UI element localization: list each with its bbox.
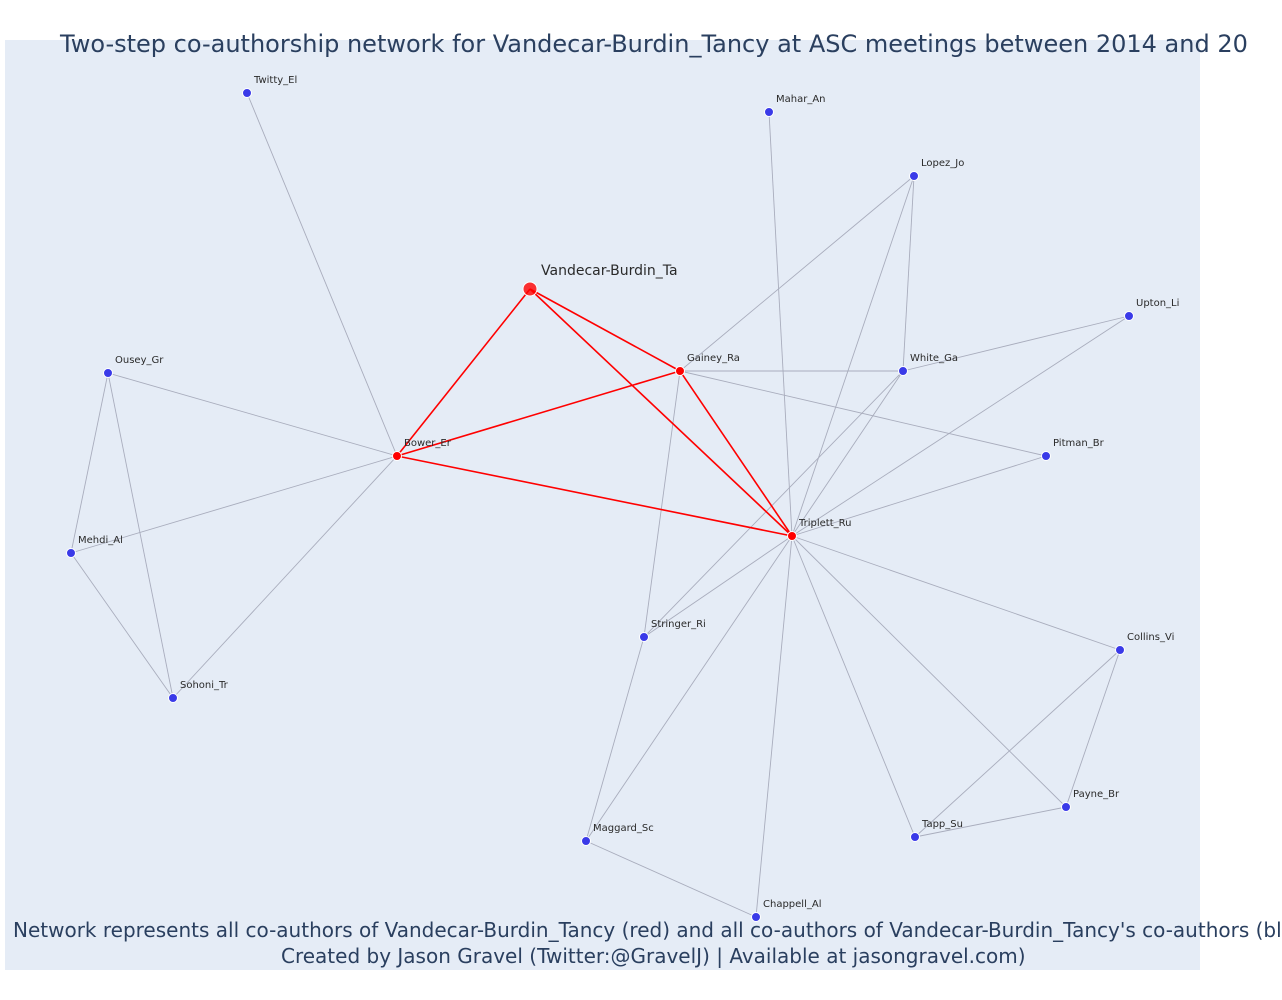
- node-Tapp_Su[interactable]: [910, 832, 920, 842]
- node-Vandecar-Burdin_Ta[interactable]: [522, 281, 538, 297]
- caption-credit: Created by Jason Gravel (Twitter:@Gravel…: [281, 944, 1026, 968]
- node-Lopez_Jo[interactable]: [909, 171, 919, 181]
- node-label-Chappell_Al: Chappell_Al: [763, 899, 821, 910]
- edge-Vandecar-Burdin_Ta-Bower_Er: [396, 288, 531, 457]
- edge-Triplett_Ru-Upton_Li: [791, 315, 1130, 537]
- edge-Payne_Br-Tapp_Su: [914, 806, 1067, 838]
- edge-Triplett_Ru-Pitman_Br: [791, 455, 1047, 537]
- edge-Triplett_Ru-Lopez_Jo: [791, 175, 915, 537]
- plot-background: [5, 40, 1200, 970]
- edge-White_Ga-Upton_Li: [902, 315, 1130, 372]
- node-label-Triplett_Ru: Triplett_Ru: [798, 518, 852, 529]
- edge-Maggard_Sc-Chappell_Al: [585, 840, 757, 918]
- node-Payne_Br[interactable]: [1061, 802, 1071, 812]
- node-label-Sohoni_Tr: Sohoni_Tr: [180, 680, 229, 691]
- edge-Vandecar-Burdin_Ta-Triplett_Ru: [529, 288, 793, 537]
- edge-Triplett_Ru-Stringer_Ri: [643, 535, 793, 638]
- edges-layer: [70, 92, 1130, 918]
- edge-Triplett_Ru-White_Ga: [791, 370, 904, 537]
- edge-Bower_Er-Ousey_Gr: [107, 372, 398, 457]
- node-Bower_Er[interactable]: [392, 451, 402, 461]
- node-label-Twitty_El: Twitty_El: [253, 75, 297, 86]
- node-White_Ga[interactable]: [898, 366, 908, 376]
- node-Maggard_Sc[interactable]: [581, 836, 591, 846]
- edge-Collins_Vi-Payne_Br: [1065, 649, 1121, 808]
- edge-Mehdi_Al-Sohoni_Tr: [70, 552, 174, 699]
- edge-White_Ga-Stringer_Ri: [643, 370, 904, 638]
- edge-Collins_Vi-Tapp_Su: [914, 649, 1121, 838]
- edge-Triplett_Ru-Mahar_An: [768, 111, 793, 537]
- node-label-Tapp_Su: Tapp_Su: [921, 819, 963, 830]
- edge-Bower_Er-Twitty_El: [246, 92, 398, 457]
- node-label-Bower_Er: Bower_Er: [404, 438, 452, 449]
- node-label-Maggard_Sc: Maggard_Sc: [593, 823, 654, 834]
- edge-Bower_Er-Sohoni_Tr: [172, 455, 398, 699]
- edge-Triplett_Ru-Chappell_Al: [755, 535, 793, 918]
- edge-Ousey_Gr-Mehdi_Al: [70, 372, 109, 554]
- edge-Gainey_Ra-Triplett_Ru: [679, 370, 793, 537]
- node-label-Gainey_Ra: Gainey_Ra: [687, 353, 740, 364]
- node-Chappell_Al[interactable]: [751, 912, 761, 922]
- node-label-Lopez_Jo: Lopez_Jo: [921, 158, 964, 169]
- node-Ousey_Gr[interactable]: [103, 368, 113, 378]
- node-Triplett_Ru[interactable]: [787, 531, 797, 541]
- edge-Gainey_Ra-Pitman_Br: [679, 370, 1047, 457]
- node-label-Stringer_Ri: Stringer_Ri: [651, 619, 706, 630]
- edge-Gainey_Ra-Lopez_Jo: [679, 175, 915, 372]
- node-label-Ousey_Gr: Ousey_Gr: [115, 355, 164, 366]
- node-label-White_Ga: White_Ga: [910, 353, 958, 364]
- chart-title: Two-step co-authorship network for Vande…: [60, 30, 1248, 58]
- edge-Triplett_Ru-Collins_Vi: [791, 535, 1121, 651]
- edge-Bower_Er-Mehdi_Al: [70, 455, 398, 554]
- node-label-Mehdi_Al: Mehdi_Al: [78, 535, 123, 546]
- edge-Triplett_Ru-Maggard_Sc: [585, 535, 793, 842]
- edge-Bower_Er-Gainey_Ra: [396, 370, 681, 457]
- node-Upton_Li[interactable]: [1124, 311, 1134, 321]
- node-label-Vandecar-Burdin_Ta: Vandecar-Burdin_Ta: [541, 263, 678, 279]
- edge-Stringer_Ri-Maggard_Sc: [585, 636, 645, 842]
- edge-Gainey_Ra-Stringer_Ri: [643, 370, 681, 638]
- node-label-Upton_Li: Upton_Li: [1136, 298, 1179, 309]
- node-label-Mahar_An: Mahar_An: [776, 94, 826, 105]
- edge-Triplett_Ru-Payne_Br: [791, 535, 1067, 808]
- nodes-layer: [66, 88, 1134, 922]
- node-Collins_Vi[interactable]: [1115, 645, 1125, 655]
- node-Mehdi_Al[interactable]: [66, 548, 76, 558]
- node-Sohoni_Tr[interactable]: [168, 693, 178, 703]
- node-Stringer_Ri[interactable]: [639, 632, 649, 642]
- edge-Triplett_Ru-Tapp_Su: [791, 535, 916, 838]
- node-label-Payne_Br: Payne_Br: [1073, 789, 1120, 800]
- caption-description: Network represents all co-authors of Van…: [13, 918, 1282, 942]
- edge-Bower_Er-Triplett_Ru: [396, 455, 793, 537]
- node-label-Collins_Vi: Collins_Vi: [1127, 632, 1174, 643]
- node-Pitman_Br[interactable]: [1041, 451, 1051, 461]
- node-label-Pitman_Br: Pitman_Br: [1053, 438, 1105, 449]
- node-Gainey_Ra[interactable]: [675, 366, 685, 376]
- edge-Lopez_Jo-White_Ga: [902, 175, 915, 372]
- node-Twitty_El[interactable]: [242, 88, 252, 98]
- edge-Ousey_Gr-Sohoni_Tr: [107, 372, 174, 699]
- node-Mahar_An[interactable]: [764, 107, 774, 117]
- edge-Vandecar-Burdin_Ta-Gainey_Ra: [529, 288, 681, 372]
